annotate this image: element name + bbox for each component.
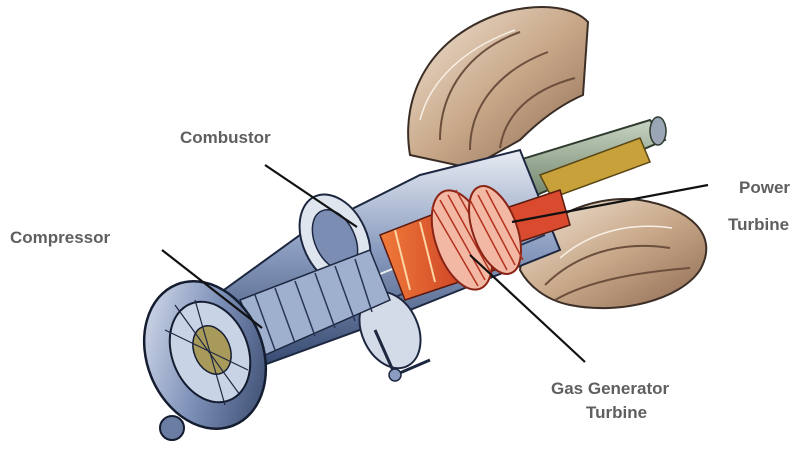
power-turbine-label-line1: Power (739, 176, 790, 200)
combustor-label: Combustor (180, 126, 271, 150)
exhaust-collector-upper (408, 7, 588, 168)
power-turbine-label-line2: Turbine (728, 213, 789, 237)
gas-generator-turbine-label-line2: Turbine (586, 401, 647, 425)
compressor-label: Compressor (10, 226, 110, 250)
gas-generator-turbine-label-line1: Gas Generator (551, 377, 669, 401)
